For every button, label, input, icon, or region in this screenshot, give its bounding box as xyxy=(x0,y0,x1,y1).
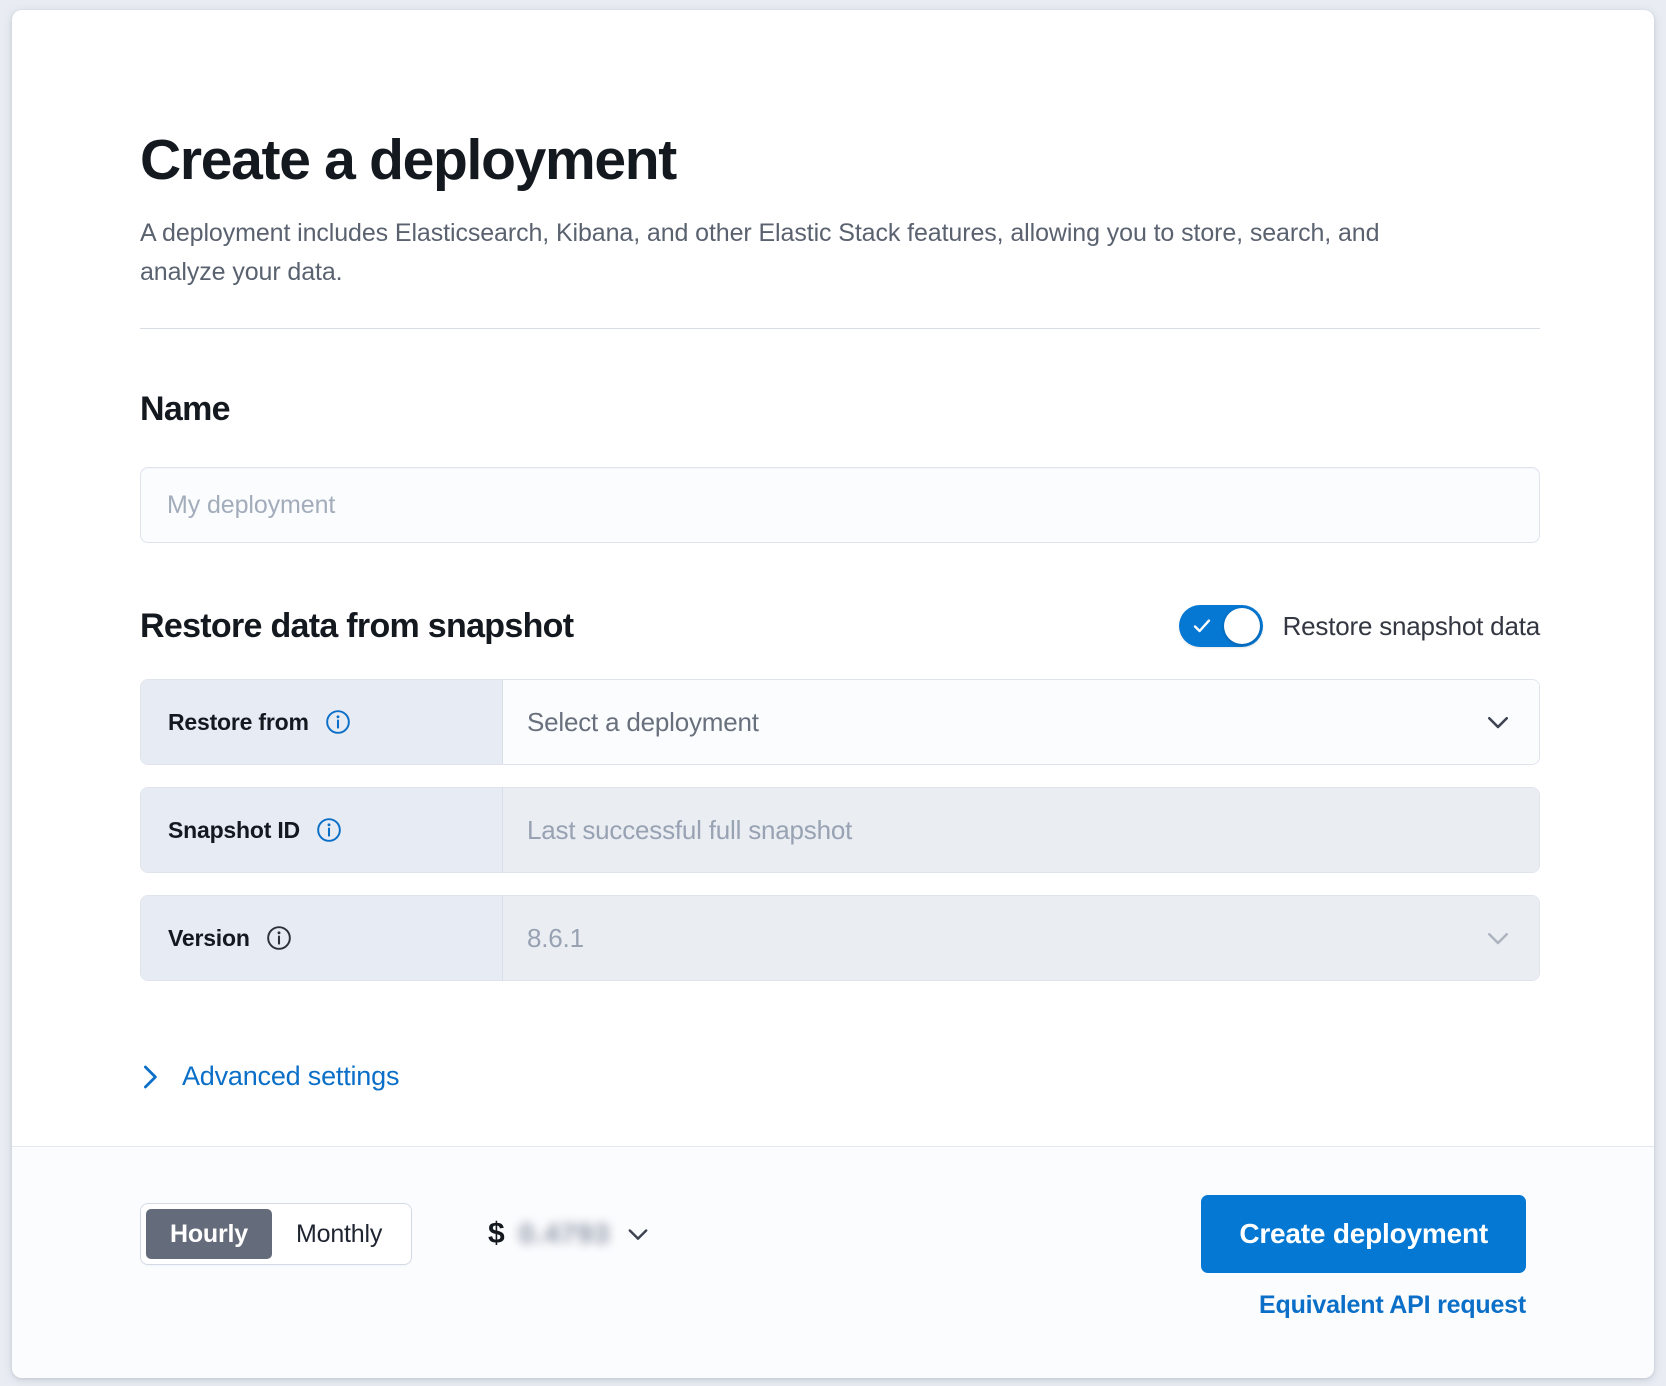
advanced-settings-label: Advanced settings xyxy=(182,1061,400,1091)
row-snapshot-id-label: Snapshot ID xyxy=(168,816,300,843)
info-icon[interactable] xyxy=(325,709,351,735)
info-icon[interactable] xyxy=(316,817,342,843)
row-restore-from-label: Restore from xyxy=(168,708,309,735)
row-restore-from[interactable]: Restore from Select a deployment xyxy=(140,679,1540,765)
footer-inner: Hourly Monthly $ 0.4793 Create deploymen… xyxy=(140,1147,1526,1378)
row-snapshot-id-input: Last successful full snapshot xyxy=(503,788,1539,872)
row-snapshot-id: Snapshot ID Last successful full snapsho… xyxy=(140,787,1540,873)
page-subtitle: A deployment includes Elasticsearch, Kib… xyxy=(140,219,1380,286)
row-restore-from-value: Select a deployment xyxy=(527,706,759,737)
price-summary[interactable]: $ 0.4793 xyxy=(488,1203,652,1265)
create-deployment-button[interactable]: Create deployment xyxy=(1201,1195,1526,1273)
row-restore-from-select[interactable]: Select a deployment xyxy=(503,680,1539,764)
row-version-value: 8.6.1 xyxy=(527,922,584,953)
footer-actions: Create deployment Equivalent API request xyxy=(1201,1195,1526,1320)
chevron-down-icon[interactable] xyxy=(624,1220,652,1248)
row-version-select: 8.6.1 xyxy=(503,896,1539,980)
header-divider xyxy=(140,328,1540,329)
advanced-settings-toggle[interactable]: Advanced settings xyxy=(140,1061,399,1092)
price-amount-redacted: 0.4793 xyxy=(518,1218,611,1249)
check-icon xyxy=(1193,619,1210,633)
name-section-title: Name xyxy=(140,390,231,428)
content-column: Create a deployment A deployment include… xyxy=(140,128,1540,1097)
row-snapshot-id-value: Last successful full snapshot xyxy=(527,814,853,845)
equivalent-api-request-link[interactable]: Equivalent API request xyxy=(1259,1291,1526,1319)
info-icon[interactable] xyxy=(266,925,292,951)
billing-option-monthly[interactable]: Monthly xyxy=(295,1219,383,1248)
chevron-down-icon xyxy=(1487,932,1509,945)
restore-toggle-label: Restore snapshot data xyxy=(1282,610,1541,641)
currency-symbol: $ xyxy=(488,1217,505,1250)
row-version-label-prepend: Version xyxy=(141,896,503,980)
row-restore-from-label-prepend: Restore from xyxy=(141,680,503,764)
deployment-name-input[interactable]: My deployment xyxy=(140,467,1540,543)
restore-toggle-group[interactable]: Restore snapshot data xyxy=(1178,605,1541,647)
toggle-knob xyxy=(1223,608,1260,644)
create-deployment-card: Create a deployment A deployment include… xyxy=(12,10,1654,1378)
restore-snapshot-toggle[interactable] xyxy=(1178,605,1263,647)
restore-form-rows: Restore from Select a deployment xyxy=(140,679,1540,981)
row-snapshot-id-label-prepend: Snapshot ID xyxy=(141,788,503,872)
billing-period-segmented-control[interactable]: Hourly Monthly xyxy=(140,1203,413,1265)
restore-section-header: Restore data from snapshot Restore snaps… xyxy=(140,605,1540,647)
restore-section-title: Restore data from snapshot xyxy=(140,607,574,645)
footer-bar: Hourly Monthly $ 0.4793 Create deploymen… xyxy=(12,1146,1654,1378)
name-section: Name My deployment xyxy=(140,389,1540,543)
billing-option-hourly[interactable]: Hourly xyxy=(146,1209,272,1259)
row-version-label: Version xyxy=(168,924,250,951)
page-title: Create a deployment xyxy=(140,128,677,192)
card-body: Create a deployment A deployment include… xyxy=(12,10,1654,1146)
chevron-down-icon[interactable] xyxy=(1483,707,1513,737)
deployment-name-placeholder: My deployment xyxy=(167,490,336,519)
row-version: Version 8.6.1 xyxy=(140,895,1540,981)
chevron-right-icon xyxy=(144,1065,157,1088)
